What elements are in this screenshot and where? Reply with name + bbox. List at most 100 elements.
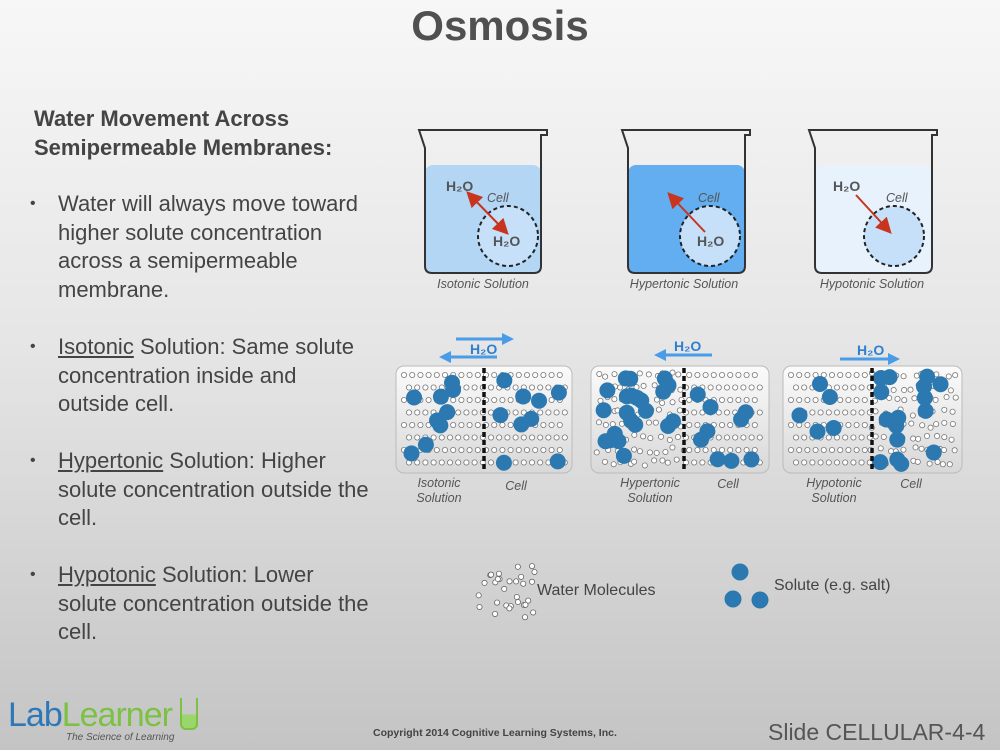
water-molecule	[853, 371, 860, 378]
solute-particle	[406, 389, 423, 406]
water-molecule	[691, 459, 698, 466]
water-molecule	[506, 605, 513, 612]
water-molecule	[450, 446, 457, 453]
water-molecule	[446, 434, 453, 441]
water-molecule	[809, 409, 816, 416]
water-molecule	[520, 434, 527, 441]
water-molecule	[471, 434, 478, 441]
water-molecule	[475, 592, 482, 599]
water-molecule	[911, 395, 918, 402]
water-molecule	[793, 384, 800, 391]
logo-lab: Lab	[8, 696, 63, 734]
water-molecule	[537, 384, 544, 391]
water-molecule	[735, 371, 742, 378]
water-molecule	[694, 371, 701, 378]
water-molecule	[499, 421, 506, 428]
water-molecule	[602, 421, 609, 428]
water-molecule	[691, 409, 698, 416]
water-molecule	[901, 387, 908, 394]
water-molecule	[561, 434, 568, 441]
panel-label: Hypotonic	[806, 476, 862, 490]
bullet-water-movement: •Water will always move toward higher so…	[30, 190, 370, 305]
water-molecule	[788, 421, 795, 428]
bullet-icon: •	[30, 566, 36, 584]
water-molecule	[529, 434, 536, 441]
water-molecule	[530, 609, 537, 616]
water-molecule	[532, 446, 539, 453]
water-molecule	[926, 460, 933, 467]
water-molecule	[796, 446, 803, 453]
solute-particle	[618, 388, 635, 405]
water-molecule	[850, 409, 857, 416]
water-molecule	[804, 396, 811, 403]
water-molecule	[491, 446, 498, 453]
water-molecule	[801, 459, 808, 466]
water-molecule	[715, 384, 722, 391]
water-molecule	[596, 370, 603, 377]
water-molecule	[501, 585, 508, 592]
water-molecule	[513, 593, 520, 600]
water-molecule	[919, 422, 926, 429]
water-molecule	[422, 459, 429, 466]
legend-solute-icon	[724, 563, 769, 609]
water-molecule	[556, 421, 563, 428]
water-molecule	[438, 459, 445, 466]
water-molecule	[801, 384, 808, 391]
water-molecule	[686, 371, 693, 378]
water-molecule	[466, 396, 473, 403]
water-molecule	[842, 409, 849, 416]
water-molecule	[948, 436, 955, 443]
water-molecule	[463, 434, 470, 441]
water-molecule	[659, 457, 666, 464]
water-molecule	[702, 371, 709, 378]
water-flow-arrow	[466, 191, 509, 235]
panel-label: Hypertonic	[620, 476, 680, 490]
water-molecule	[751, 371, 758, 378]
solute-particle	[599, 382, 616, 399]
flow-isotonic: H₂O	[439, 333, 514, 363]
solute-particle	[873, 370, 890, 387]
water-molecule	[664, 459, 671, 466]
water-molecule	[602, 373, 609, 380]
water-molecule	[894, 395, 901, 402]
water-molecule	[825, 434, 832, 441]
water-molecule	[466, 421, 473, 428]
water-molecule	[845, 371, 852, 378]
water-molecule	[514, 563, 521, 570]
water-molecule	[595, 419, 602, 426]
water-molecule	[788, 371, 795, 378]
water-molecule	[532, 371, 539, 378]
water-molecule	[829, 371, 836, 378]
solute-particle	[893, 455, 910, 472]
water-molecule	[932, 396, 939, 403]
water-molecule	[756, 409, 763, 416]
water-molecule	[748, 434, 755, 441]
solute-particle	[549, 453, 566, 470]
copyright: Copyright 2014 Cognitive Learning System…	[373, 727, 617, 739]
water-molecule	[796, 371, 803, 378]
water-molecule	[631, 446, 638, 453]
water-molecule	[796, 396, 803, 403]
water-molecule	[455, 459, 462, 466]
water-molecule	[743, 371, 750, 378]
beaker-label: Hypertonic Solution	[630, 277, 738, 291]
water-molecule	[507, 446, 514, 453]
water-molecule	[425, 396, 432, 403]
water-molecule	[727, 371, 734, 378]
solute-particle	[550, 384, 567, 401]
solute-particle	[702, 399, 719, 416]
panel-hypertonic	[590, 365, 770, 474]
flow-hypotonic: H₂O	[840, 342, 900, 365]
water-molecule	[677, 386, 684, 393]
water-molecule	[414, 384, 421, 391]
water-molecule	[430, 434, 437, 441]
legend-water-label: Water Molecules	[537, 582, 656, 599]
water-molecule	[707, 384, 714, 391]
water-molecule	[471, 384, 478, 391]
solute-particle	[403, 445, 420, 462]
term-isotonic: Isotonic	[58, 333, 134, 359]
water-molecule	[740, 434, 747, 441]
solute-particle	[723, 452, 740, 469]
water-molecule	[561, 409, 568, 416]
water-molecule	[914, 458, 921, 465]
